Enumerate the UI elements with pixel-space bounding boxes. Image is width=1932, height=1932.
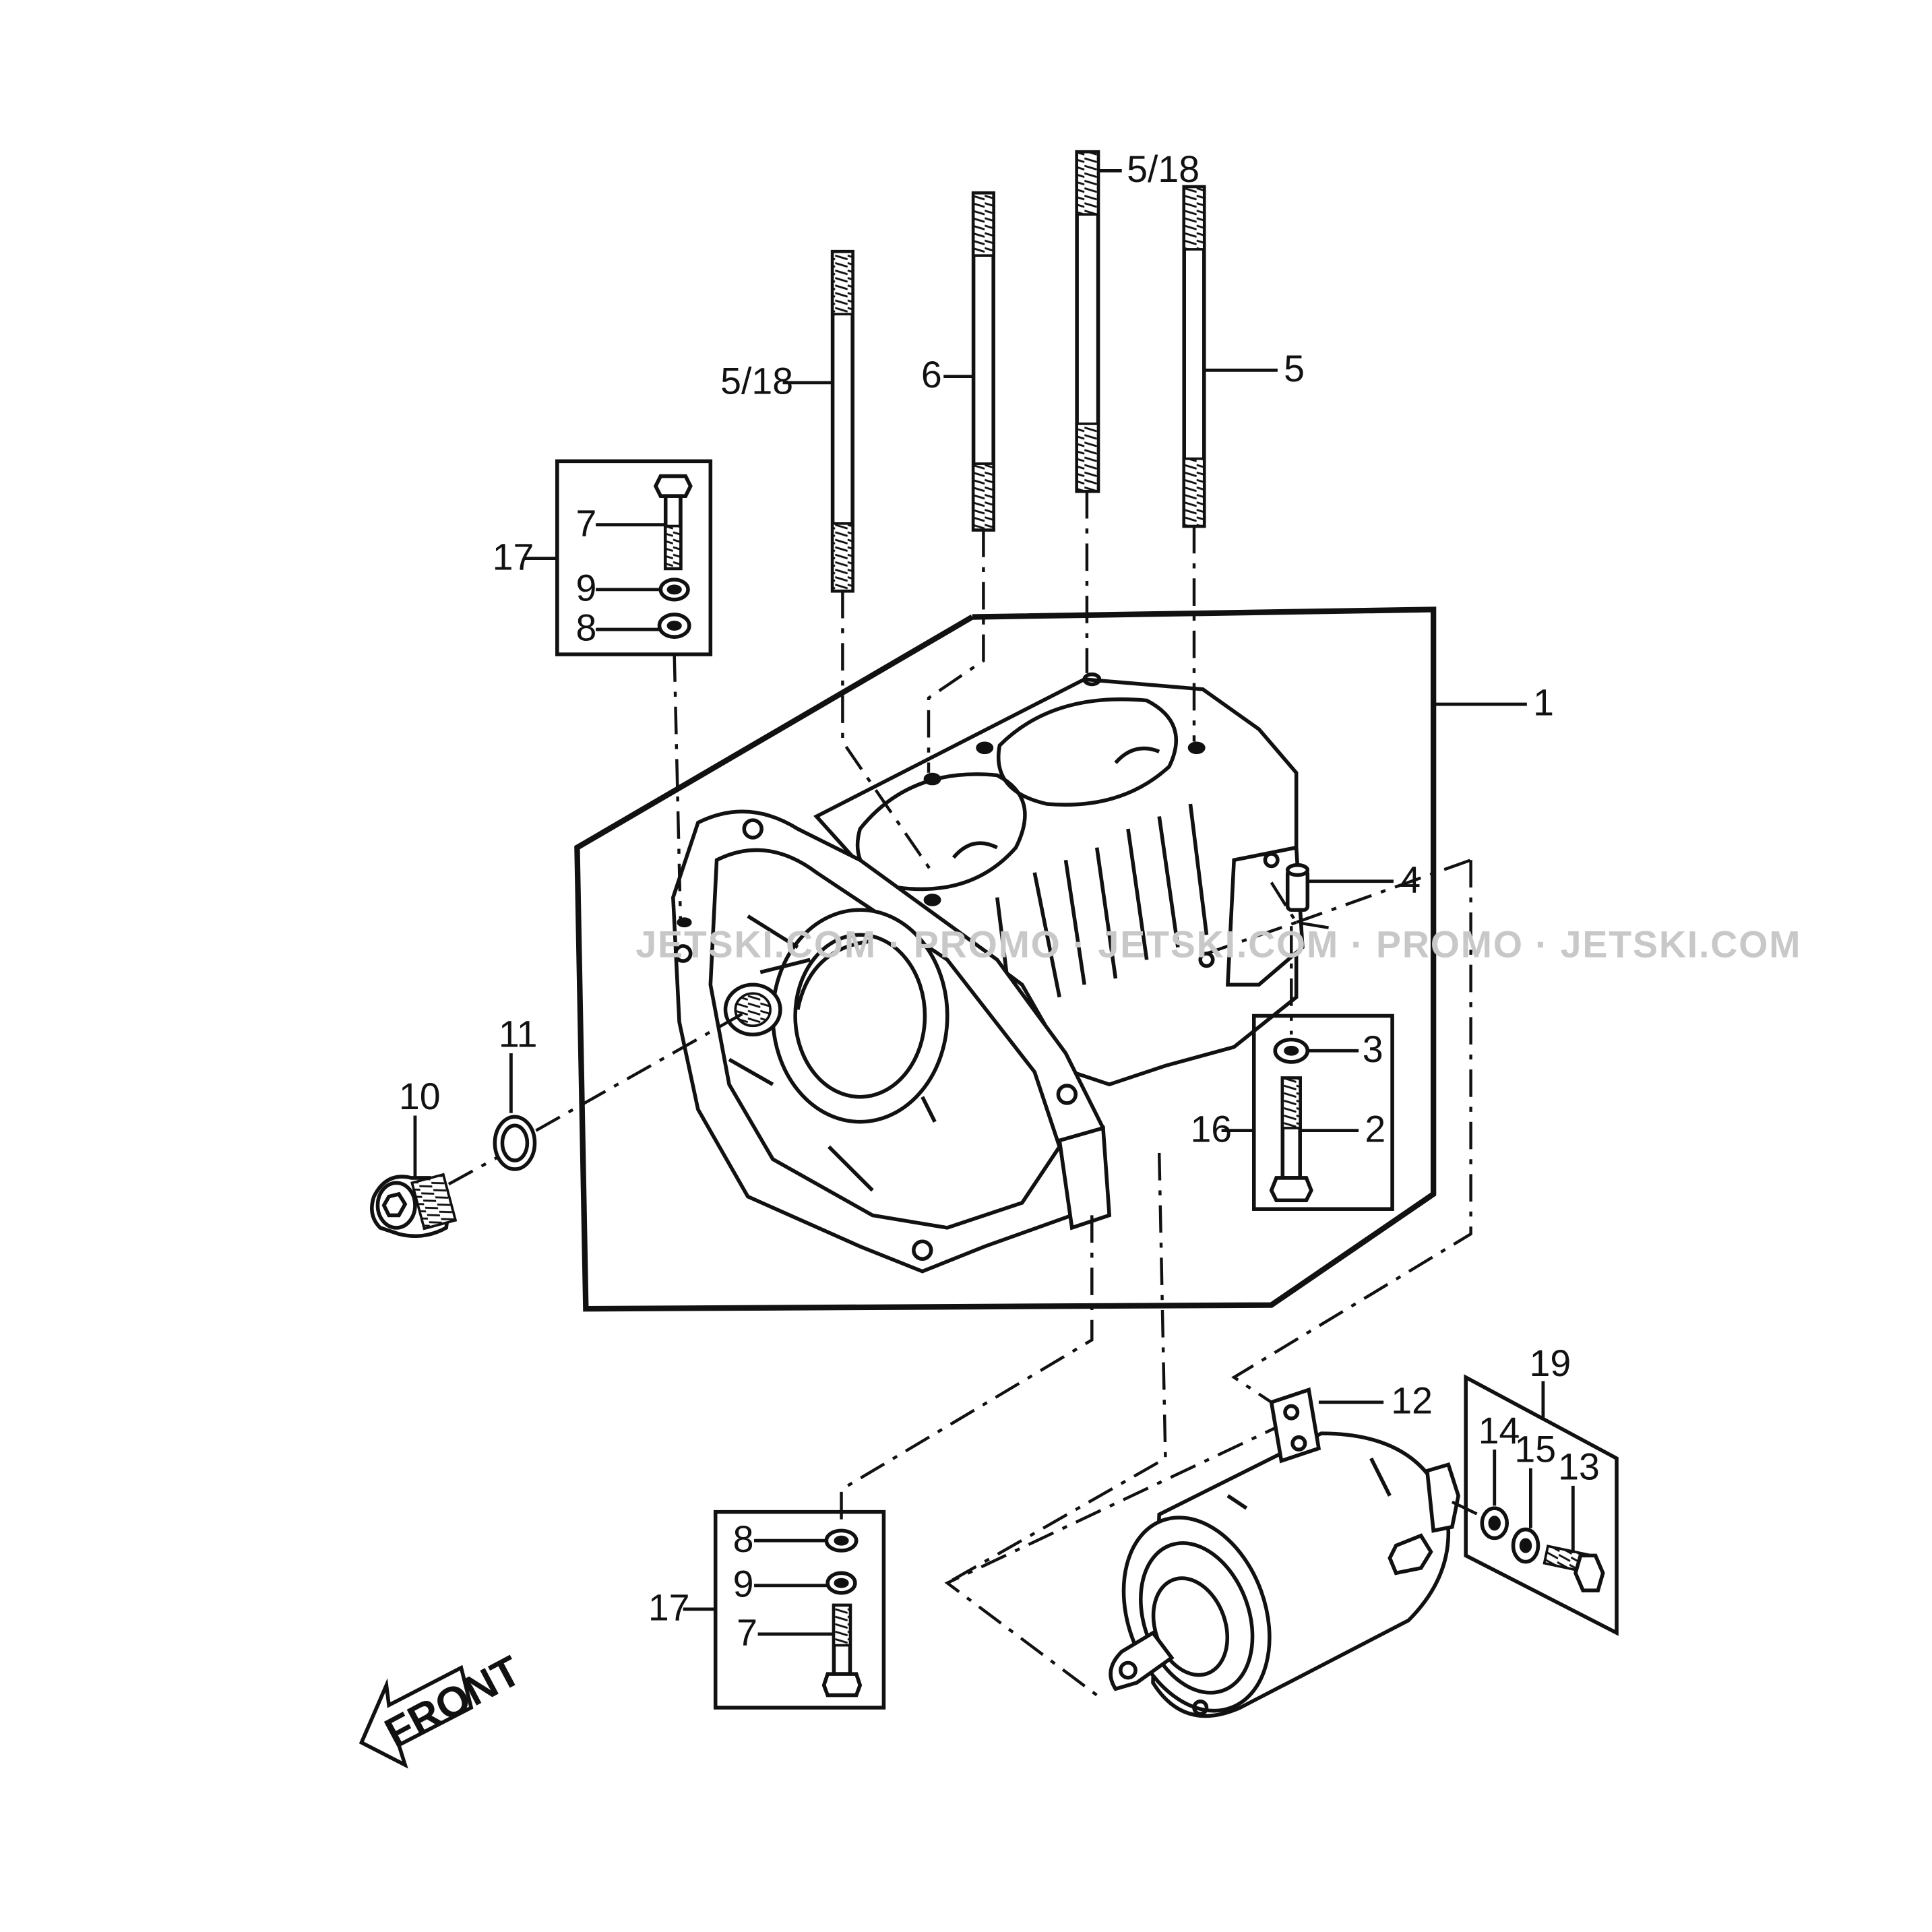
callout-17-bottom: 17 bbox=[648, 1587, 690, 1629]
stud-6 bbox=[971, 191, 995, 532]
washer-9-top bbox=[658, 578, 690, 602]
callout-4: 4 bbox=[1400, 859, 1421, 900]
callout-5-18-top: 5/18 bbox=[1127, 148, 1199, 190]
washer-14 bbox=[1480, 1506, 1509, 1540]
callout-13: 13 bbox=[1558, 1446, 1600, 1488]
leader-lines bbox=[413, 169, 1575, 1636]
kit-box-19 bbox=[1464, 1374, 1619, 1636]
washer-3 bbox=[1273, 1037, 1310, 1064]
drain-plug-10 bbox=[370, 1173, 458, 1239]
bolt-7-top bbox=[653, 474, 693, 571]
callout-17-top: 17 bbox=[493, 536, 534, 578]
callout-10: 10 bbox=[399, 1076, 441, 1117]
callout-7-top: 7 bbox=[576, 502, 597, 544]
callout-8-bottom: 8 bbox=[733, 1518, 754, 1560]
callout-19: 19 bbox=[1530, 1342, 1571, 1384]
callout-11: 11 bbox=[499, 1014, 538, 1055]
callout-5-18-left: 5/18 bbox=[720, 360, 793, 402]
assembly-outline-part-1 bbox=[574, 606, 1437, 1312]
callout-6: 6 bbox=[921, 354, 942, 396]
stud-5-18-top bbox=[1075, 150, 1100, 493]
callout-16: 16 bbox=[1190, 1108, 1232, 1150]
washer-15 bbox=[1511, 1527, 1540, 1564]
bolt-2 bbox=[1269, 1076, 1313, 1203]
o-ring-11 bbox=[493, 1115, 537, 1171]
washer-8-bottom bbox=[824, 1528, 859, 1553]
callout-2: 2 bbox=[1365, 1108, 1385, 1150]
watermark-text: JETSKI.COM · PROMO · JETSKI.COM · PROMO … bbox=[635, 924, 1801, 966]
callout-7-bottom: 7 bbox=[737, 1612, 757, 1654]
dowel-pin-4 bbox=[1285, 863, 1310, 912]
callout-9-bottom: 9 bbox=[733, 1563, 754, 1604]
callout-1: 1 bbox=[1533, 682, 1554, 724]
washer-9-bottom bbox=[825, 1571, 857, 1595]
stud-5-18-left bbox=[830, 249, 854, 593]
callout-3: 3 bbox=[1363, 1028, 1383, 1070]
bolt-7-bottom bbox=[821, 1603, 863, 1697]
callout-9-top: 9 bbox=[576, 567, 597, 609]
front-arrow-icon: FRONT bbox=[359, 1647, 528, 1769]
washer-8-top bbox=[657, 613, 691, 639]
callout-5: 5 bbox=[1284, 348, 1305, 389]
callout-12: 12 bbox=[1391, 1380, 1433, 1422]
starter-motor bbox=[1109, 1431, 1460, 1718]
crankcase-body bbox=[671, 672, 1305, 1274]
callout-8-top: 8 bbox=[576, 607, 597, 649]
kit-box-16 bbox=[1252, 1014, 1394, 1211]
stud-5 bbox=[1182, 185, 1206, 528]
bolt-13 bbox=[1543, 1545, 1605, 1592]
callout-15: 15 bbox=[1514, 1429, 1556, 1470]
callout-14: 14 bbox=[1478, 1410, 1520, 1452]
bracket-12 bbox=[1269, 1387, 1321, 1464]
